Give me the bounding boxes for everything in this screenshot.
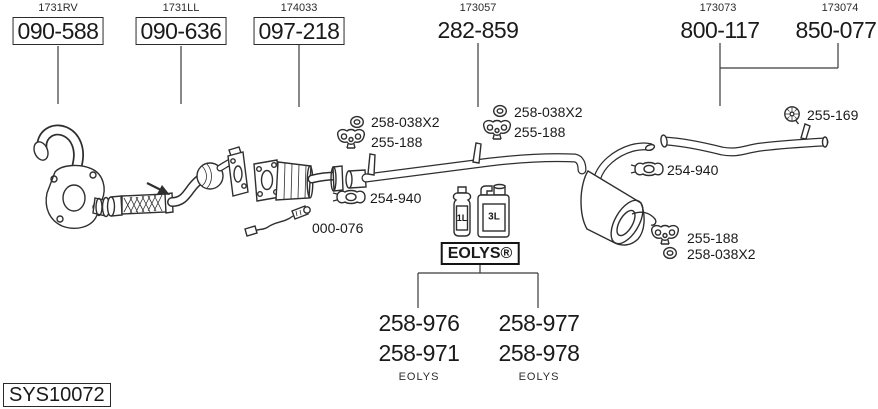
part-ref-label: 1731LL: [162, 2, 200, 14]
muffler-drawing: [580, 142, 657, 246]
system-code-box: SYS10072: [3, 383, 111, 407]
part-ref-label: 1731RV: [38, 2, 78, 14]
leader-lines: [57, 43, 839, 107]
part-number: 850-077: [795, 17, 877, 43]
hardware-label: 254-940: [667, 162, 719, 178]
part-number: 090-636: [135, 17, 227, 45]
hardware-label: 258-038X2: [514, 104, 583, 120]
part-number: 800-117: [680, 17, 760, 43]
eolys-bottles-drawing: [452, 183, 510, 238]
clamp-icon: [630, 161, 664, 177]
kit-part-number: 258-971: [378, 340, 460, 366]
nut-icon: [350, 115, 364, 129]
rubber-hanger-icon: [482, 119, 512, 140]
tail-pipe-drawing: [660, 123, 829, 157]
part-number: 097-218: [253, 17, 345, 45]
part-ref-label: 173074: [821, 2, 859, 14]
hardware-label: 255-188: [514, 124, 566, 140]
hardware-label: 000-076: [312, 220, 364, 236]
hardware-label: 255-169: [807, 107, 859, 123]
eolys-connector-lines: [417, 264, 539, 308]
flex-pipe-drawing: [106, 146, 249, 217]
front-pipe-drawing: [33, 124, 111, 229]
eolys-brand-box: EOLYS®: [440, 242, 520, 265]
oxygen-sensor-icon: [244, 205, 311, 237]
hardware-label: 258-038X2: [687, 246, 756, 262]
hardware-label: 255-188: [371, 134, 423, 150]
bottle-volume-label: 3L: [488, 211, 500, 223]
hardware-label: 258-038X2: [371, 114, 440, 130]
pipe-clamp-icon: [784, 106, 800, 125]
bottle-volume-label: 1L: [456, 213, 468, 223]
hardware-label: 255-188: [687, 230, 739, 246]
kit-part-number: 258-977: [498, 310, 580, 336]
nut-icon: [493, 104, 507, 118]
kit-part-number: 258-978: [498, 340, 580, 366]
clamp-icon: [332, 189, 366, 205]
rubber-hanger-icon: [650, 224, 680, 245]
kit-caption: EOLYS: [398, 371, 440, 383]
rubber-hanger-icon: [336, 128, 366, 149]
nut-icon: [663, 246, 677, 260]
part-ref-label: 173073: [699, 2, 737, 14]
catalytic-converter-drawing: [253, 159, 344, 202]
center-pipe-drawing: [345, 142, 587, 189]
arrow-indicator: [146, 182, 170, 195]
part-ref-label: 174033: [280, 2, 318, 14]
kit-part-number: 258-976: [378, 310, 460, 336]
part-ref-label: 173057: [459, 2, 497, 14]
part-number: 090-588: [12, 17, 104, 45]
kit-caption: EOLYS: [518, 371, 560, 383]
part-number: 282-859: [437, 17, 519, 43]
hardware-label: 254-940: [370, 190, 422, 206]
